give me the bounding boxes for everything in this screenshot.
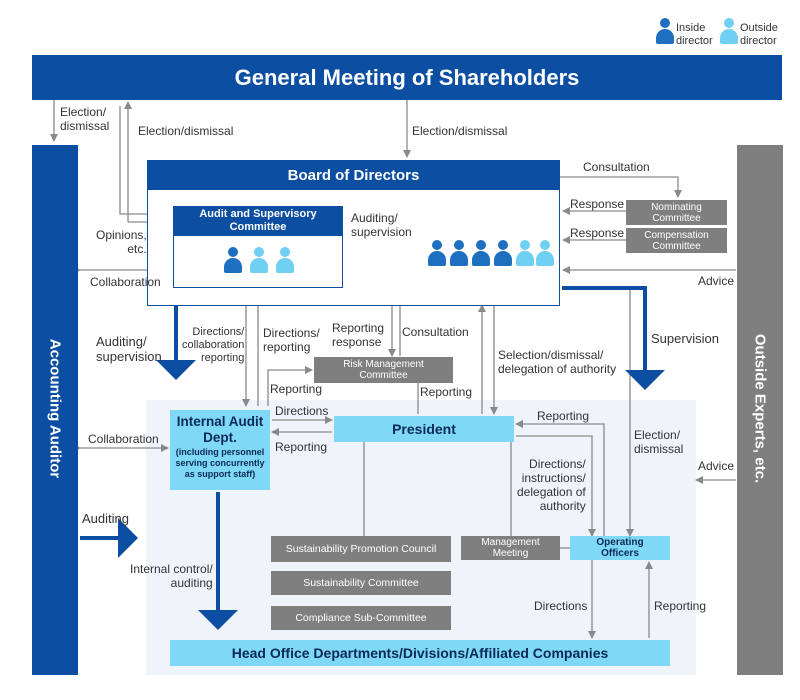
- outside-experts-box: [737, 145, 783, 675]
- label-reporting-pres: Reporting: [275, 440, 328, 454]
- label-directions-pres: Directions: [275, 404, 329, 418]
- general-meeting-title: General Meeting of Shareholders: [234, 64, 580, 90]
- director-inside-icon-1: [428, 240, 446, 266]
- inside-director-legend-icon: [656, 18, 674, 44]
- head-office-box: Head Office Departments/Divisions/Affili…: [170, 640, 670, 666]
- risk-management-committee-label: Risk Management Committee: [343, 359, 424, 381]
- label-auditing-supervision-asc: Auditing/ supervision: [351, 211, 412, 239]
- outside-director-legend-icon: [720, 18, 738, 44]
- internal-audit-box: Internal Audit Dept. (including personne…: [170, 410, 270, 490]
- operating-officers-box: Operating Officers: [570, 536, 670, 560]
- asc-header: Audit and Supervisory Committee: [173, 206, 343, 236]
- label-reporting-oo: Reporting: [537, 409, 590, 423]
- label-response-1: Response: [570, 197, 625, 211]
- sustainability-promotion-council-box: Sustainability Promotion Council: [271, 536, 451, 562]
- label-directions-reporting: Directions/ reporting: [263, 326, 320, 354]
- asc-title: Audit and Supervisory Committee: [199, 208, 317, 233]
- label-reporting-risk: Reporting: [270, 382, 323, 396]
- label-directions-bottom: Directions: [534, 599, 588, 613]
- label-reporting-mid: Reporting: [420, 385, 473, 399]
- label-advice-2: Advice: [698, 459, 735, 473]
- label-response-2: Response: [570, 226, 625, 240]
- label-reporting-response: Reporting response: [332, 321, 385, 349]
- label-selection: Selection/dismissal/ delegation of autho…: [498, 348, 617, 376]
- label-consultation-top: Consultation: [583, 160, 650, 174]
- label-opinions: Opinions, etc.: [96, 228, 147, 256]
- label-internal-control: Internal control/ auditing: [130, 562, 213, 590]
- general-meeting-box: General Meeting of Shareholders: [32, 55, 782, 100]
- director-inside-icon-4: [494, 240, 512, 266]
- label-auditing-supervision-left: Auditing/ supervision: [96, 334, 162, 364]
- management-meeting-box: Management Meeting: [461, 536, 560, 560]
- label-collaboration-2: Collaboration: [88, 432, 159, 446]
- label-reporting-bottom: Reporting: [654, 599, 707, 613]
- board-of-directors-header: Board of Directors: [147, 160, 560, 190]
- director-outside-icon-2: [536, 240, 554, 266]
- label-advice-1: Advice: [698, 274, 735, 288]
- sustainability-promotion-council-label: Sustainability Promotion Council: [285, 543, 437, 555]
- asc-outside-director-icon-1: [250, 247, 268, 273]
- label-election-dismissal-2: Election/dismissal: [412, 124, 508, 138]
- outside-experts-label: Outside Experts, etc.: [751, 333, 769, 484]
- label-election-dismissal-right: Election/ dismissal: [634, 428, 684, 456]
- director-inside-icon-2: [450, 240, 468, 266]
- sustainability-committee-label: Sustainability Committee: [303, 577, 419, 589]
- label-collaboration-1: Collaboration: [90, 275, 161, 289]
- nominating-committee-box: Nominating Committee: [626, 200, 727, 225]
- compensation-committee-box: Compensation Committee: [626, 228, 727, 253]
- head-office-label: Head Office Departments/Divisions/Affili…: [231, 645, 609, 661]
- sustainability-committee-box: Sustainability Committee: [271, 571, 451, 595]
- accounting-auditor-label: Accounting Auditor: [46, 338, 64, 479]
- internal-audit-title: Internal Audit Dept.: [176, 414, 264, 445]
- legend-outside-label: Outside director: [740, 22, 778, 47]
- president-label: President: [392, 421, 456, 437]
- label-supervision: Supervision: [651, 331, 719, 346]
- director-outside-icon-1: [516, 240, 534, 266]
- management-meeting-label: Management Meeting: [481, 537, 540, 559]
- asc-inside-director-icon: [224, 247, 242, 273]
- legend-inside-label: Inside director: [676, 22, 713, 47]
- label-consultation-mid: Consultation: [402, 325, 469, 339]
- compliance-sub-committee-box: Compliance Sub-Committee: [271, 606, 451, 630]
- label-auditing-bottom: Auditing: [82, 511, 129, 526]
- president-box: President: [334, 416, 514, 442]
- label-directions-instructions: Directions/ instructions/ delegation of …: [517, 457, 586, 513]
- compensation-committee-label: Compensation Committee: [644, 229, 709, 252]
- label-election-dismissal-left: Election/ dismissal: [60, 105, 110, 133]
- compliance-sub-committee-label: Compliance Sub-Committee: [295, 612, 427, 624]
- label-election-dismissal-1: Election/dismissal: [138, 124, 234, 138]
- nominating-committee-label: Nominating Committee: [651, 201, 702, 224]
- risk-management-committee-box: Risk Management Committee: [314, 357, 453, 383]
- accounting-auditor-box: [32, 145, 78, 675]
- asc-outside-director-icon-2: [276, 247, 294, 273]
- board-of-directors-title: Board of Directors: [287, 166, 420, 184]
- label-directions-collab-reporting: Directions/ collaboration reporting: [182, 326, 245, 364]
- internal-audit-subtitle: (including personnel serving concurrentl…: [175, 447, 265, 479]
- director-inside-icon-3: [472, 240, 490, 266]
- operating-officers-label: Operating Officers: [596, 537, 644, 559]
